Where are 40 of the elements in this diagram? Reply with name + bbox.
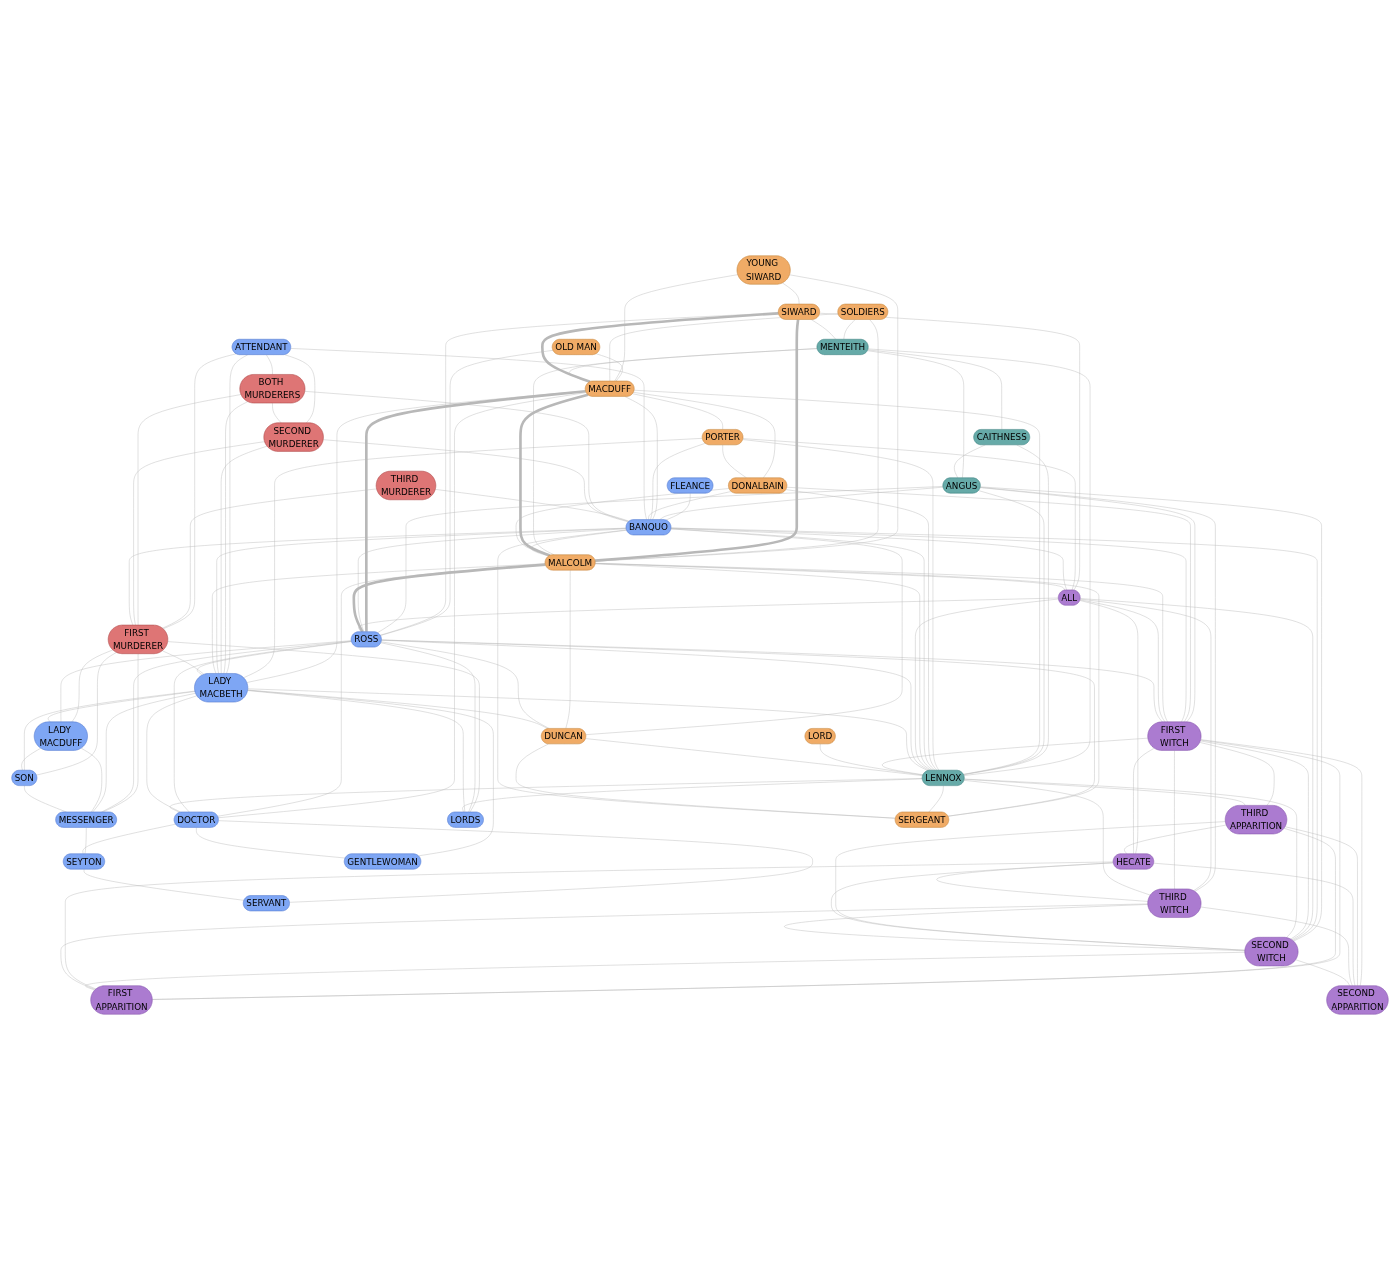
character-node: THIRD MURDERER: [376, 471, 436, 500]
character-node: ATTENDANT: [231, 339, 291, 355]
character-node: SECOND APPARITION: [1326, 985, 1389, 1015]
character-node: THIRD WITCH: [1147, 888, 1202, 918]
character-node: SECOND MURDERER: [263, 422, 324, 452]
character-node: BOTH MURDERERS: [239, 374, 306, 404]
character-node: FIRST APPARITION: [90, 985, 153, 1015]
character-node: ROSS: [351, 631, 382, 648]
character-node: DUNCAN: [541, 728, 586, 744]
character-node: DONALBAIN: [728, 477, 787, 494]
character-node: SON: [11, 770, 37, 786]
character-node: SOLDIERS: [837, 304, 888, 320]
character-node: MACDUFF: [585, 380, 635, 397]
character-node: ALL: [1058, 589, 1081, 606]
character-node: CAITHNESS: [973, 429, 1030, 445]
character-node: LORDS: [447, 811, 484, 828]
character-node: FLEANCE: [667, 477, 714, 494]
character-node: YOUNG SIWARD: [736, 255, 791, 285]
character-node: GENTLEWOMAN: [344, 853, 421, 870]
character-node: SEYTON: [63, 853, 105, 870]
character-node: MESSENGER: [55, 811, 117, 828]
character-node: LORD: [804, 728, 836, 744]
character-node: DOCTOR: [174, 811, 219, 828]
character-node: ANGUS: [942, 477, 981, 494]
character-node: FIRST MURDERER: [108, 625, 168, 654]
character-node: HECATE: [1113, 853, 1154, 870]
character-node: LENNOX: [922, 770, 965, 786]
character-node: SIWARD: [778, 304, 820, 320]
character-node: LADY MACBETH: [194, 673, 248, 703]
character-node: MENTEITH: [816, 339, 869, 355]
character-node: FIRST WITCH: [1147, 721, 1202, 751]
character-node: PORTER: [702, 429, 744, 445]
character-node: SERGEANT: [895, 811, 949, 828]
character-node: BANQUO: [625, 519, 672, 536]
character-node: SERVANT: [243, 895, 290, 912]
character-node: LADY MACDUFF: [34, 721, 88, 751]
character-node: SECOND WITCH: [1244, 937, 1299, 966]
character-node: OLD MAN: [552, 339, 600, 355]
character-node: THIRD APPARITION: [1225, 805, 1287, 835]
character-node: MALCOLM: [545, 554, 596, 571]
